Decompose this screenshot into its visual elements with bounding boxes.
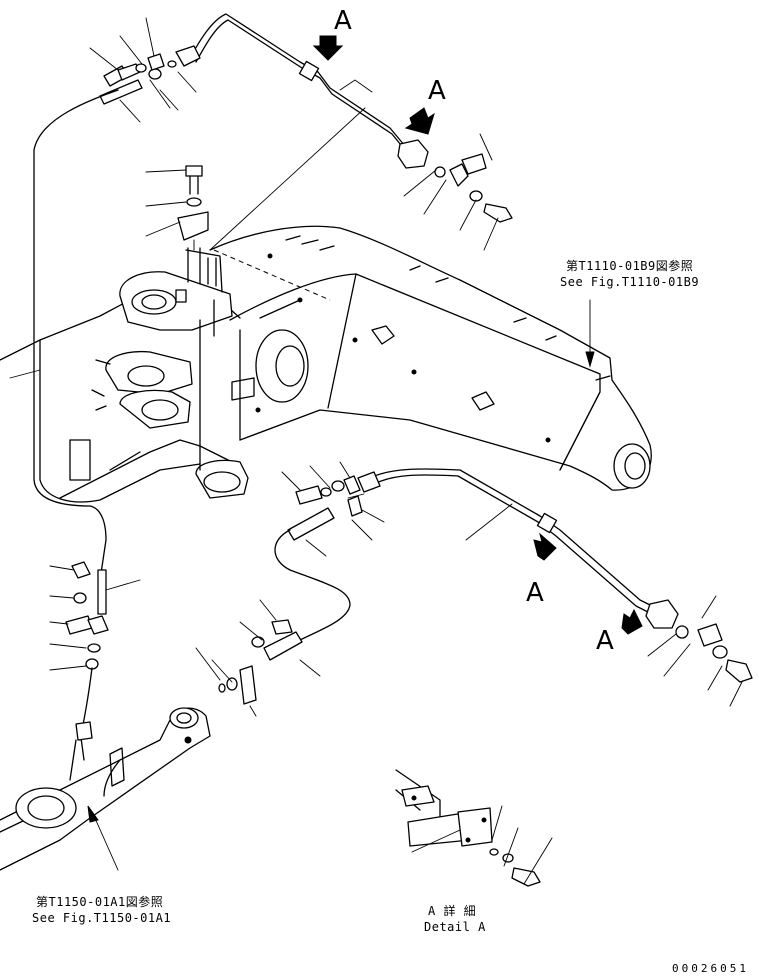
drawing-code: 00026051 xyxy=(672,962,749,975)
clamp-bolt-mid xyxy=(145,165,209,251)
view-a-arrows xyxy=(312,35,643,635)
boom-reference-jp: 第T1110-01B9図参照 xyxy=(566,259,694,273)
detail-title-jp: A 詳 細 xyxy=(428,904,477,918)
right-fittings xyxy=(647,595,753,707)
left-fittings-stack xyxy=(49,561,141,741)
view-marker-a-right: A xyxy=(596,626,614,656)
cylinder-reference-en: See Fig.T1150-01A1 xyxy=(32,911,172,925)
view-marker-a-mid: A xyxy=(526,578,544,608)
boom-cylinder xyxy=(0,707,211,871)
middle-hose-assembly xyxy=(357,468,679,629)
upper-left-fittings xyxy=(89,17,197,123)
middle-fittings xyxy=(281,461,385,557)
boom-body xyxy=(209,225,652,491)
boom-reference-en: See Fig.T1110-01B9 xyxy=(560,275,700,289)
cylinder-reference-jp: 第T1150-01A1図参照 xyxy=(36,895,164,909)
lower-middle-fittings xyxy=(195,599,321,717)
detail-title-en: Detail A xyxy=(424,920,486,934)
upper-right-fittings xyxy=(403,133,513,251)
detail-a-drawing xyxy=(395,769,553,887)
upper-hose-assembly xyxy=(175,13,429,169)
view-marker-a-upper-right: A xyxy=(428,76,446,106)
boom-foot-frame xyxy=(0,247,249,503)
view-marker-a-top: A xyxy=(334,6,352,36)
